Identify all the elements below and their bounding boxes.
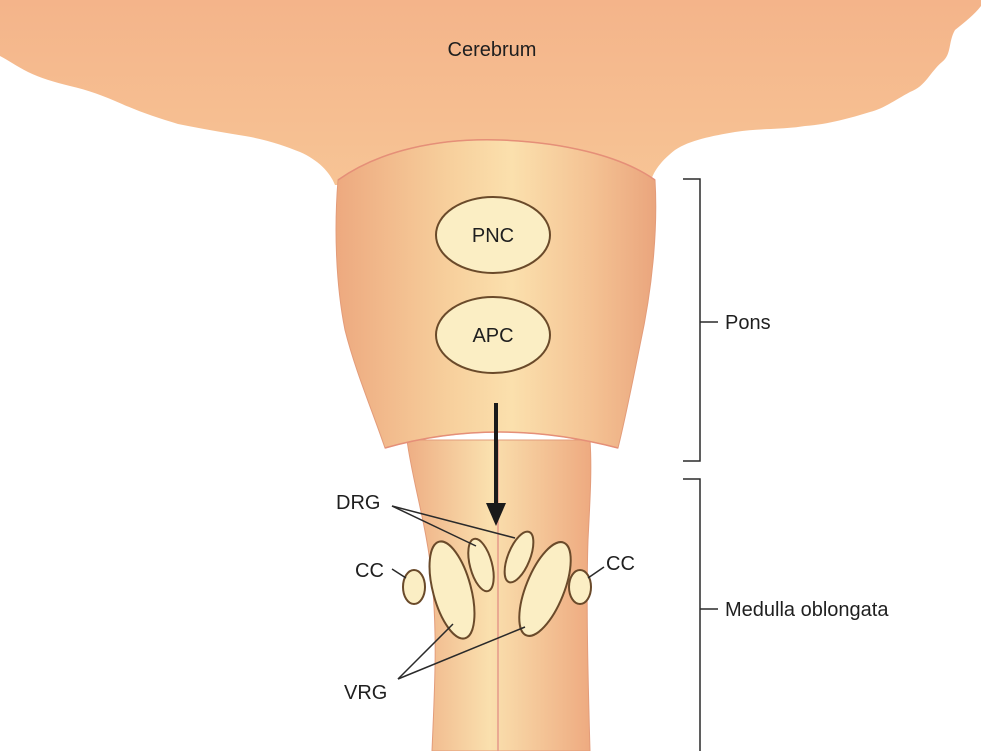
cc-right[interactable]: [568, 569, 592, 605]
arrow-down-icon: [486, 503, 506, 526]
drg-label: DRG: [336, 492, 380, 514]
medulla-bracket: [683, 478, 701, 751]
pons-bracket: [683, 178, 701, 462]
cc-leader-left: [391, 568, 407, 579]
pons-bottom-border: [384, 431, 619, 449]
apc-nucleus[interactable]: [435, 296, 551, 374]
cc-leader-right: [587, 566, 605, 579]
cerebrum-label: Cerebrum: [448, 39, 537, 61]
pnc-label: PNC: [472, 225, 514, 247]
cc-left[interactable]: [402, 569, 426, 605]
cerebrum-shape: [0, 0, 981, 185]
drg-left[interactable]: [463, 536, 498, 594]
vrg-leader-left: [397, 623, 454, 680]
vrg-left[interactable]: [421, 537, 484, 643]
vrg-right[interactable]: [509, 536, 582, 643]
cc-left-label: CC: [355, 560, 384, 582]
cc-right-label: CC: [606, 553, 635, 575]
vrg-label: VRG: [344, 682, 387, 704]
apc-label: APC: [472, 325, 513, 347]
drg-right[interactable]: [499, 528, 540, 586]
pnc-nucleus[interactable]: [435, 196, 551, 274]
drg-leader-left: [391, 505, 477, 547]
vrg-leader-right: [397, 626, 526, 680]
medulla-label: Medulla oblongata: [725, 599, 889, 621]
pons-top-border: [337, 139, 656, 181]
drg-leader-right: [391, 505, 516, 539]
pons-shape: [335, 139, 657, 449]
pons-label: Pons: [725, 312, 771, 334]
